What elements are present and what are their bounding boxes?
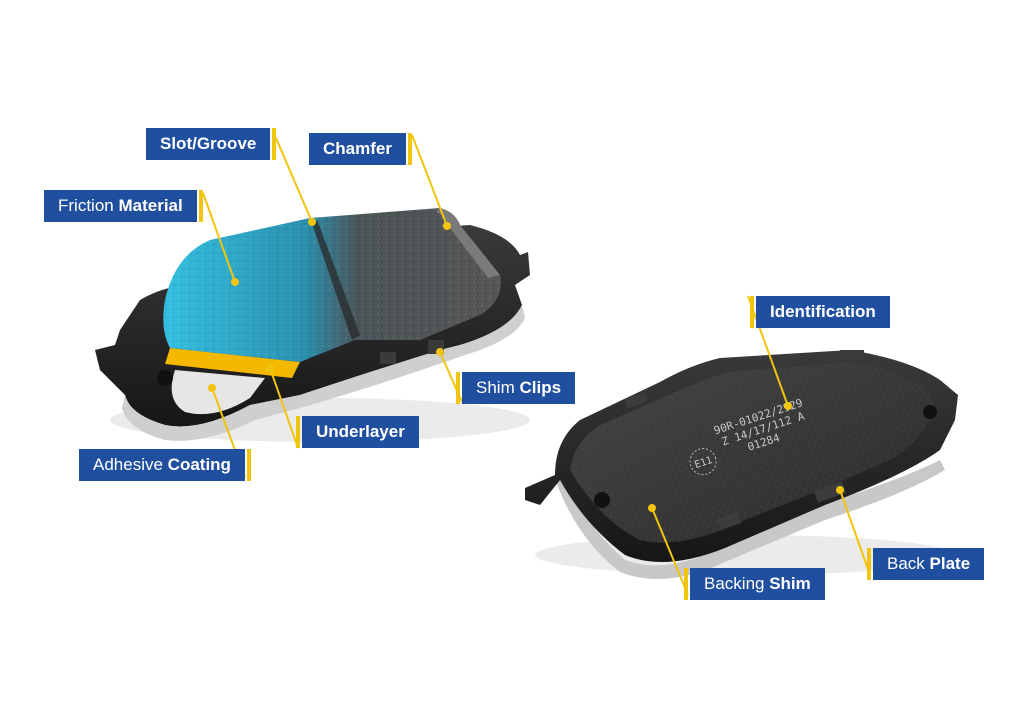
label-identification: Identification bbox=[750, 296, 890, 328]
left-plate-rim bbox=[122, 305, 525, 441]
dot-identification bbox=[784, 402, 792, 410]
label-friction-material: Friction Material bbox=[44, 190, 203, 222]
right-pad-hole-b bbox=[923, 405, 937, 419]
right-pad-hole-a bbox=[594, 492, 610, 508]
label-underlayer-bold: Underlayer bbox=[316, 422, 405, 441]
label-backing-shim: Backing Shim bbox=[684, 568, 825, 600]
label-slot-groove: Slot/Groove bbox=[146, 128, 277, 160]
label-adhesive-coating-light: Adhesive bbox=[93, 455, 168, 474]
leader-underlayer bbox=[269, 367, 299, 449]
leader-back-plate bbox=[839, 489, 871, 576]
backing-shim-mesh bbox=[570, 362, 935, 543]
label-back-plate: Back Plate bbox=[866, 548, 985, 580]
dot-back-plate bbox=[836, 486, 844, 494]
left-pad-hole bbox=[157, 370, 173, 386]
dot-backing-shim bbox=[648, 504, 656, 512]
label-identification-bold: Identification bbox=[770, 302, 876, 321]
leader-slot-groove bbox=[275, 137, 313, 223]
underlayer-band bbox=[165, 348, 300, 378]
dot-slot-groove bbox=[308, 218, 316, 226]
friction-texture bbox=[163, 208, 501, 362]
label-backing-shim-bold: Shim bbox=[769, 574, 811, 593]
chamfer-edge bbox=[436, 208, 500, 278]
shim-tab-b bbox=[840, 350, 864, 360]
leader-identification bbox=[747, 295, 789, 407]
label-back-plate-light: Back bbox=[887, 554, 930, 573]
leader-lines bbox=[202, 134, 871, 596]
label-adhesive-coating-bold: Coating bbox=[167, 455, 231, 474]
dot-chamfer bbox=[443, 222, 451, 230]
label-chamfer: Chamfer bbox=[309, 133, 412, 165]
label-adhesive-coating: Adhesive Coating bbox=[79, 449, 251, 481]
label-shim-clips-light: Shim bbox=[476, 378, 520, 397]
adhesive-coating-area bbox=[171, 370, 265, 415]
leader-dots bbox=[208, 218, 844, 512]
e-mark: E11 bbox=[693, 455, 714, 471]
shim-clip-left-b bbox=[380, 352, 396, 364]
shim-tab-c bbox=[716, 511, 742, 531]
shim-tab-a bbox=[623, 391, 649, 409]
dot-shim-clips bbox=[436, 348, 444, 356]
label-shim-clips: Shim Clips bbox=[455, 372, 576, 404]
label-back-plate-bold: Plate bbox=[929, 554, 971, 573]
dot-adhesive-coating bbox=[208, 384, 216, 392]
label-friction-material-bold: Material bbox=[118, 196, 183, 215]
leader-chamfer bbox=[411, 134, 448, 227]
label-slot-groove-bold: Slot/Groove bbox=[160, 134, 257, 153]
dot-friction-material bbox=[231, 278, 239, 286]
label-friction-material-light: Friction bbox=[58, 196, 119, 215]
label-underlayer: Underlayer bbox=[296, 416, 419, 448]
e-mark-circle bbox=[689, 448, 717, 476]
dot-underlayer bbox=[266, 364, 274, 372]
leader-friction-material bbox=[202, 192, 236, 283]
label-backing-shim-light: Backing bbox=[704, 574, 770, 593]
label-chamfer-bold: Chamfer bbox=[323, 139, 392, 158]
slot-groove bbox=[310, 218, 360, 340]
left-brake-pad bbox=[95, 208, 530, 442]
leader-backing-shim bbox=[651, 507, 689, 596]
label-shim-clips-bold: Clips bbox=[519, 378, 562, 397]
right-brake-pad: E11 90R-01022/2929 Z 14/17/112 A 01284 bbox=[525, 350, 958, 580]
